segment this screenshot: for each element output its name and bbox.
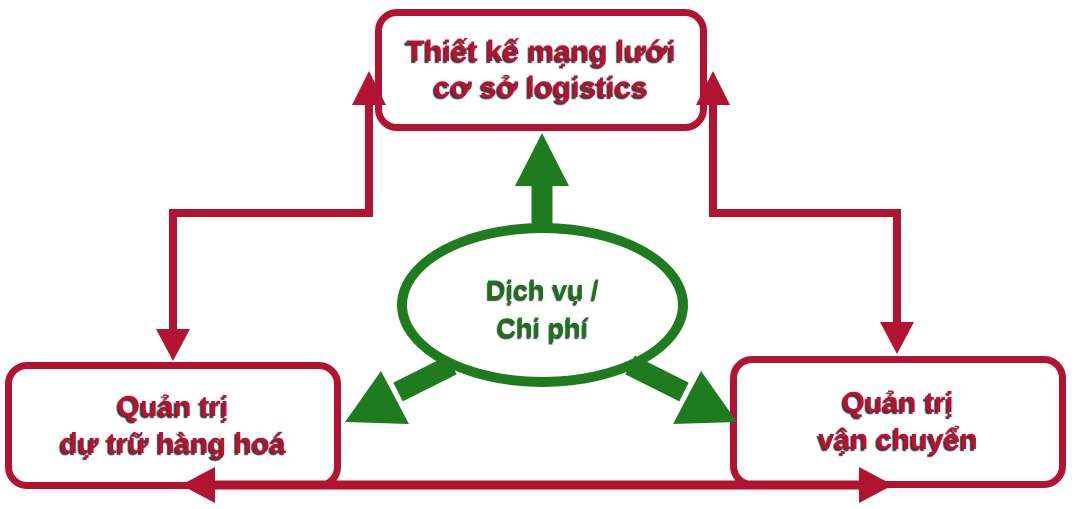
arrowhead-down-inventory-icon (156, 329, 190, 361)
node-service-cost-line1: Dịch vụ / (486, 275, 599, 305)
connector-service-inventory (393, 355, 457, 402)
node-network-design-line2: cơ sở logistics (433, 71, 649, 104)
node-inventory-line2: dự trữ hàng hoá (60, 427, 286, 460)
node-service-cost: Dịch vụ / Chi phí (397, 223, 688, 387)
node-network-design-line1: Thiết kế mạng lưới (406, 35, 676, 68)
connector-network-transport (709, 101, 901, 326)
node-network-design: Thiết kế mạng lưới cơ sở logistics (375, 9, 707, 131)
connector-network-inventory (169, 101, 373, 333)
arrowhead-downright-service-icon (673, 371, 737, 424)
node-inventory-line1: Quản trị (117, 390, 229, 423)
arrowhead-downleft-service-icon (345, 371, 409, 424)
node-service-cost-line2: Chi phí (496, 313, 589, 343)
node-inventory-management: Quản trị dự trữ hàng hoá (5, 362, 341, 489)
node-transport-line2: vận chuyển (818, 424, 978, 456)
arrowhead-up-service-icon (515, 133, 569, 186)
arrowhead-down-transport-icon (880, 322, 914, 354)
node-transport-management: Quản trị vận chuyển (730, 356, 1066, 488)
connector-service-transport (625, 355, 689, 402)
node-transport-line1: Quản trị (842, 387, 954, 419)
